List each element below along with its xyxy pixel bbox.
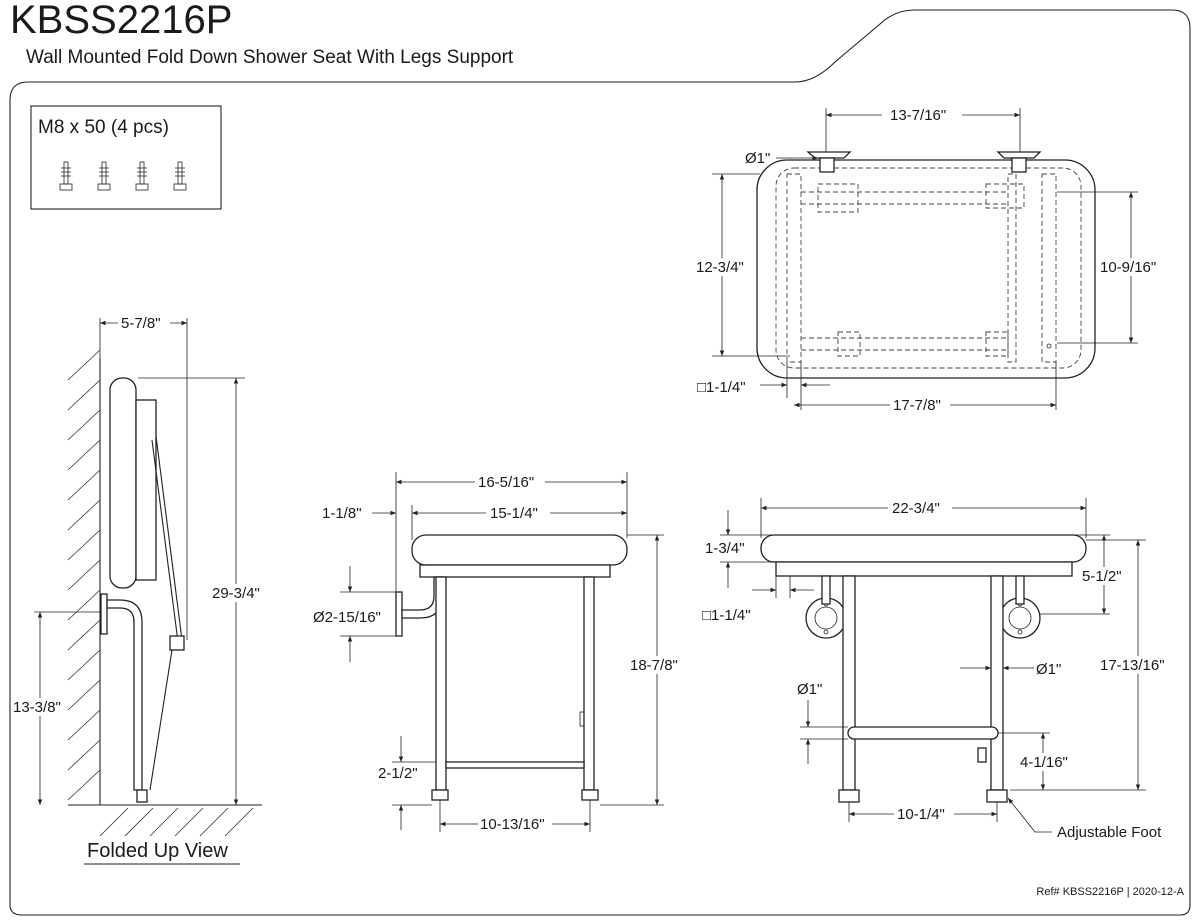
- folded-view-caption: Folded Up View: [87, 840, 228, 862]
- bracket-spacing-dim: 13-7/16": [890, 107, 946, 124]
- adjustable-foot-note: Adjustable Foot: [1057, 824, 1162, 841]
- frame-depth-dim: 10-9/16": [1100, 259, 1156, 276]
- folded-depth-dim: 5-7/8": [121, 315, 161, 332]
- model-title: KBSS2216P: [10, 0, 233, 42]
- product-subtitle: Wall Mounted Fold Down Shower Seat With …: [26, 47, 514, 68]
- frame-width-dim: 17-7/8": [893, 397, 941, 414]
- mount-height-dim: 13-3/8": [13, 699, 61, 716]
- folded-up-view: 5-7/8" 29-3/4" 13-3/8" Folded Up View: [12, 315, 263, 865]
- bracket-drop-dim: 5-1/2": [1082, 568, 1122, 585]
- flange-dia-dim: Ø2-15/16": [313, 609, 381, 626]
- front-leg-spacing-dim: 10-1/4": [897, 806, 945, 823]
- seat-height-dim: 18-7/8": [630, 657, 678, 674]
- bolt-icon: [97, 161, 111, 191]
- side-leg-spacing-dim: 10-13/16": [480, 816, 545, 833]
- front-crossbar-dia-dim: Ø1": [797, 681, 822, 698]
- top-square-tube-dim: □1-1/4": [697, 379, 746, 396]
- side-crossbar-height-dim: 2-1/2": [378, 765, 418, 782]
- wall-gap-dim: 1-1/8": [322, 505, 362, 522]
- hardware-box: M8 x 50 (4 pcs): [30, 105, 222, 210]
- side-overall-depth-dim: 16-5/16": [478, 474, 534, 491]
- bolt-icon: [173, 161, 187, 191]
- front-crossbar-height-dim: 4-1/16": [1020, 754, 1068, 771]
- front-view: 22-3/4" 1-3/4" 5-1/2" □1-1/4" Ø1" Ø1": [702, 498, 1172, 841]
- front-square-tube-dim: □1-1/4": [702, 607, 751, 624]
- bolt-icon: [59, 161, 73, 191]
- reference-note: Ref# KBSS2216P | 2020-12-A: [1036, 886, 1184, 898]
- top-overall-depth-dim: 12-3/4": [696, 259, 744, 276]
- seat-thickness-dim: 1-3/4": [705, 540, 745, 557]
- top-tube-dia-dim: Ø1": [745, 150, 770, 167]
- top-view: 13-7/16" Ø1" 12-3/4" 10-9/16" □1-1/4" 17…: [694, 106, 1162, 414]
- seat-width-dim: 22-3/4": [892, 500, 940, 517]
- hardware-label: M8 x 50 (4 pcs): [38, 117, 169, 138]
- bolt-icon: [135, 161, 149, 191]
- seat-depth-dim: 15-1/4": [490, 505, 538, 522]
- side-view: 16-5/16" 15-1/4" 1-1/8" Ø2-15/16" 18-7/8…: [313, 472, 686, 833]
- sheet-border: [9, 9, 1191, 916]
- front-overall-height-dim: 17-13/16": [1100, 657, 1165, 674]
- front-leg-dia-dim: Ø1": [1036, 661, 1061, 678]
- folded-height-dim: 29-3/4": [212, 585, 260, 602]
